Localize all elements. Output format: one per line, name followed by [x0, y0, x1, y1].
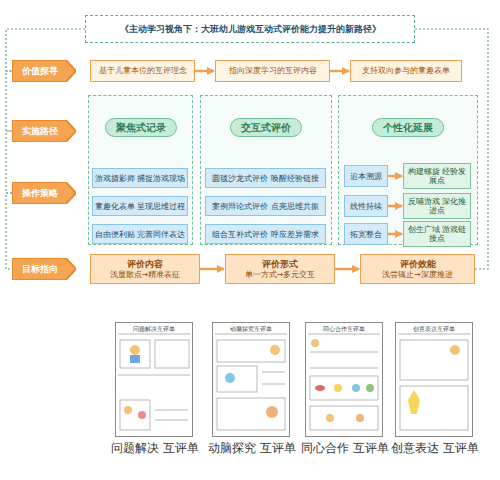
sheet-sketch — [398, 334, 470, 430]
path-step: 拓宽整合 — [344, 223, 388, 245]
value-text: 指向深度学习的互评内容 — [229, 66, 317, 76]
tag-text: 操作策略 — [22, 188, 58, 199]
row-tag: 操作策略 — [12, 182, 76, 204]
tag-text: 实施路径 — [22, 126, 58, 137]
goal-text: 浅尝辄止→深度推进 — [382, 270, 452, 279]
worksheet: 问题解决互评单问题解决 互评单 — [115, 322, 193, 437]
title-text: 《主动学习视角下：大班幼儿游戏互动式评价能力提升的新路径》 — [120, 24, 381, 35]
row-tag: 实施路径 — [12, 120, 76, 142]
tag-outline — [12, 182, 76, 204]
tag-outline — [12, 120, 76, 142]
goal-heading: 评价效能 — [400, 259, 436, 269]
flow-arrow — [195, 70, 214, 73]
strategy-item: 圆毯沙龙式评价 唤醒经验链接 — [205, 168, 326, 188]
group-heading: 个性化延展 — [372, 118, 444, 137]
title-box: 《主动学习视角下：大班幼儿游戏互动式评价能力提升的新路径》 — [85, 15, 415, 43]
strategy-group: 聚焦式记录游戏摄影师 捕捉游戏现场童趣化表单 呈现思维过程自由便利贴 完善同伴表… — [88, 95, 193, 245]
result-text: 构建螺旋 经验发展点 — [404, 167, 470, 185]
flow-arrow — [330, 70, 349, 73]
worksheet: 同心合作互评单同心合作 互评单 — [305, 322, 383, 437]
sheet-sketch — [215, 334, 287, 430]
sheet-caption: 创意表达 互评单 — [384, 441, 486, 456]
group-heading: 聚焦式记录 — [105, 118, 177, 137]
result-text: 反哺游戏 深化推进点 — [404, 197, 470, 215]
goal-box: 评价效能浅尝辄止→深度推进 — [360, 254, 475, 284]
sheet-icons — [124, 345, 146, 419]
sheet-heading: 问题解决互评单 — [133, 326, 175, 333]
strategy-item: 游戏摄影师 捕捉游戏现场 — [92, 168, 188, 188]
tag-outline — [12, 60, 76, 82]
sheet-sketch — [308, 334, 380, 430]
sheet-icons — [225, 345, 280, 418]
path-result: 反哺游戏 深化推进点 — [403, 193, 471, 219]
sheet-heading: 同心合作互评单 — [323, 326, 365, 333]
item-text: 案例辩论式评价 点亮思维共振 — [212, 202, 318, 211]
sheet-sketch — [118, 334, 190, 430]
step-text: 拓宽整合 — [350, 230, 382, 239]
item-text: 自由便利贴 完善同伴表达 — [95, 230, 185, 239]
tag-text: 目标指向 — [22, 264, 58, 275]
strategy-item: 自由便利贴 完善同伴表达 — [92, 224, 188, 244]
sheet-icons — [408, 345, 460, 414]
goal-box: 评价形式单一方式→多元交互 — [225, 254, 335, 284]
goal-box: 评价内容浅显散点→精准表征 — [90, 254, 200, 284]
flow-arrow — [200, 268, 224, 271]
sheet-caption: 同心合作 互评单 — [294, 441, 396, 456]
sheet-heading: 动脑探究互评单 — [230, 326, 272, 333]
goal-text: 浅显散点→精准表征 — [110, 270, 180, 279]
strategy-item: 童趣化表单 呈现思维过程 — [92, 196, 188, 216]
worksheet: 创意表达互评单创意表达 互评单 — [395, 322, 473, 437]
row-tag: 目标指向 — [12, 258, 76, 280]
flow-arrow — [335, 268, 359, 271]
tag-text: 价值探寻 — [22, 66, 58, 77]
sheet-caption: 问题解决 互评单 — [104, 441, 206, 456]
strategy-group: 交互式评价圆毯沙龙式评价 唤醒经验链接案例辩论式评价 点亮思维共振组合互补式评价… — [200, 95, 332, 245]
sheet-heading: 创意表达互评单 — [413, 326, 455, 333]
strategy-item: 组合互补式评价 呼应差异需求 — [205, 224, 326, 244]
value-box: 指向深度学习的互评内容 — [215, 60, 330, 82]
path-step: 追本溯源 — [344, 165, 388, 187]
path-step: 线性持续 — [344, 195, 388, 217]
value-text: 基于儿童本位的互评理念 — [99, 66, 187, 76]
goal-text: 单一方式→多元交互 — [245, 270, 315, 279]
strategy-item: 案例辩论式评价 点亮思维共振 — [205, 196, 326, 216]
item-text: 童趣化表单 呈现思维过程 — [95, 202, 185, 211]
result-text: 创生广域 游戏链接点 — [404, 225, 470, 243]
item-text: 圆毯沙龙式评价 唤醒经验链接 — [212, 174, 318, 183]
path-result: 构建螺旋 经验发展点 — [403, 163, 471, 189]
row-tag: 价值探寻 — [12, 60, 76, 82]
tag-outline — [12, 258, 76, 280]
step-text: 追本溯源 — [350, 172, 382, 181]
value-box: 基于儿童本位的互评理念 — [90, 60, 195, 82]
strategy-group: 个性化延展追本溯源 构建螺旋 经验发展点线性持续 反哺游戏 深化推进点拓宽整合 创生广… — [338, 95, 478, 245]
value-box: 支持双向参与的童趣表单 — [350, 60, 462, 82]
sheet-icons — [311, 339, 374, 422]
value-text: 支持双向参与的童趣表单 — [362, 66, 450, 76]
step-text: 线性持续 — [350, 202, 382, 211]
worksheet: 动脑探究互评单动脑探究 互评单 — [212, 322, 290, 437]
sheet-caption: 动脑探究 互评单 — [201, 441, 303, 456]
goal-heading: 评价内容 — [127, 259, 163, 269]
item-text: 游戏摄影师 捕捉游戏现场 — [95, 174, 185, 183]
group-heading: 交互式评价 — [230, 118, 302, 137]
item-text: 组合互补式评价 呼应差异需求 — [212, 230, 318, 239]
goal-heading: 评价形式 — [262, 259, 298, 269]
path-result: 创生广域 游戏链接点 — [403, 221, 471, 247]
